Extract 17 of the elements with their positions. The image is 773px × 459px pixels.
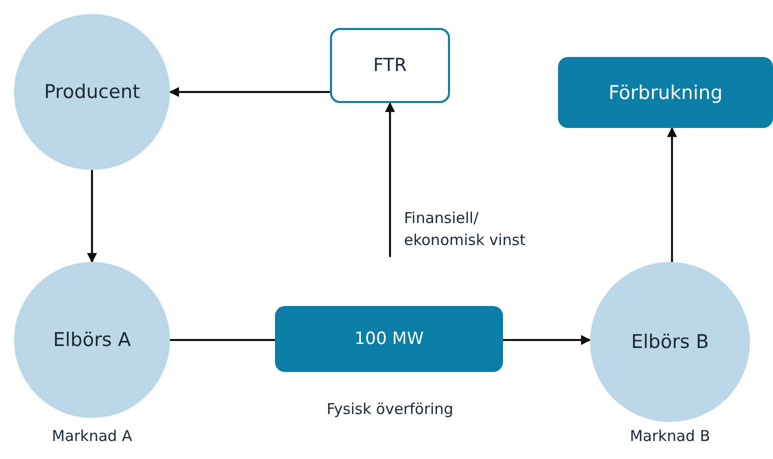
- process-box: [275, 306, 503, 372]
- arrow: [667, 127, 677, 262]
- node-label: Producent: [44, 81, 140, 103]
- node-caption: Marknad B: [630, 427, 710, 445]
- node-caption: Fysisk överföring: [326, 400, 454, 418]
- node-label: Elbörs A: [53, 329, 131, 351]
- arrow: [503, 335, 592, 345]
- arrow: [169, 87, 330, 97]
- node-label: Elbörs B: [631, 331, 709, 353]
- process-box: [330, 28, 450, 103]
- node-label: Förbrukning: [608, 82, 723, 104]
- node-caption: Marknad A: [52, 427, 132, 445]
- process-box: [558, 57, 773, 128]
- node-label: 100 MW: [354, 329, 424, 349]
- arrow: [385, 102, 395, 257]
- node-label: FTR: [373, 55, 407, 76]
- arrow: [87, 170, 97, 263]
